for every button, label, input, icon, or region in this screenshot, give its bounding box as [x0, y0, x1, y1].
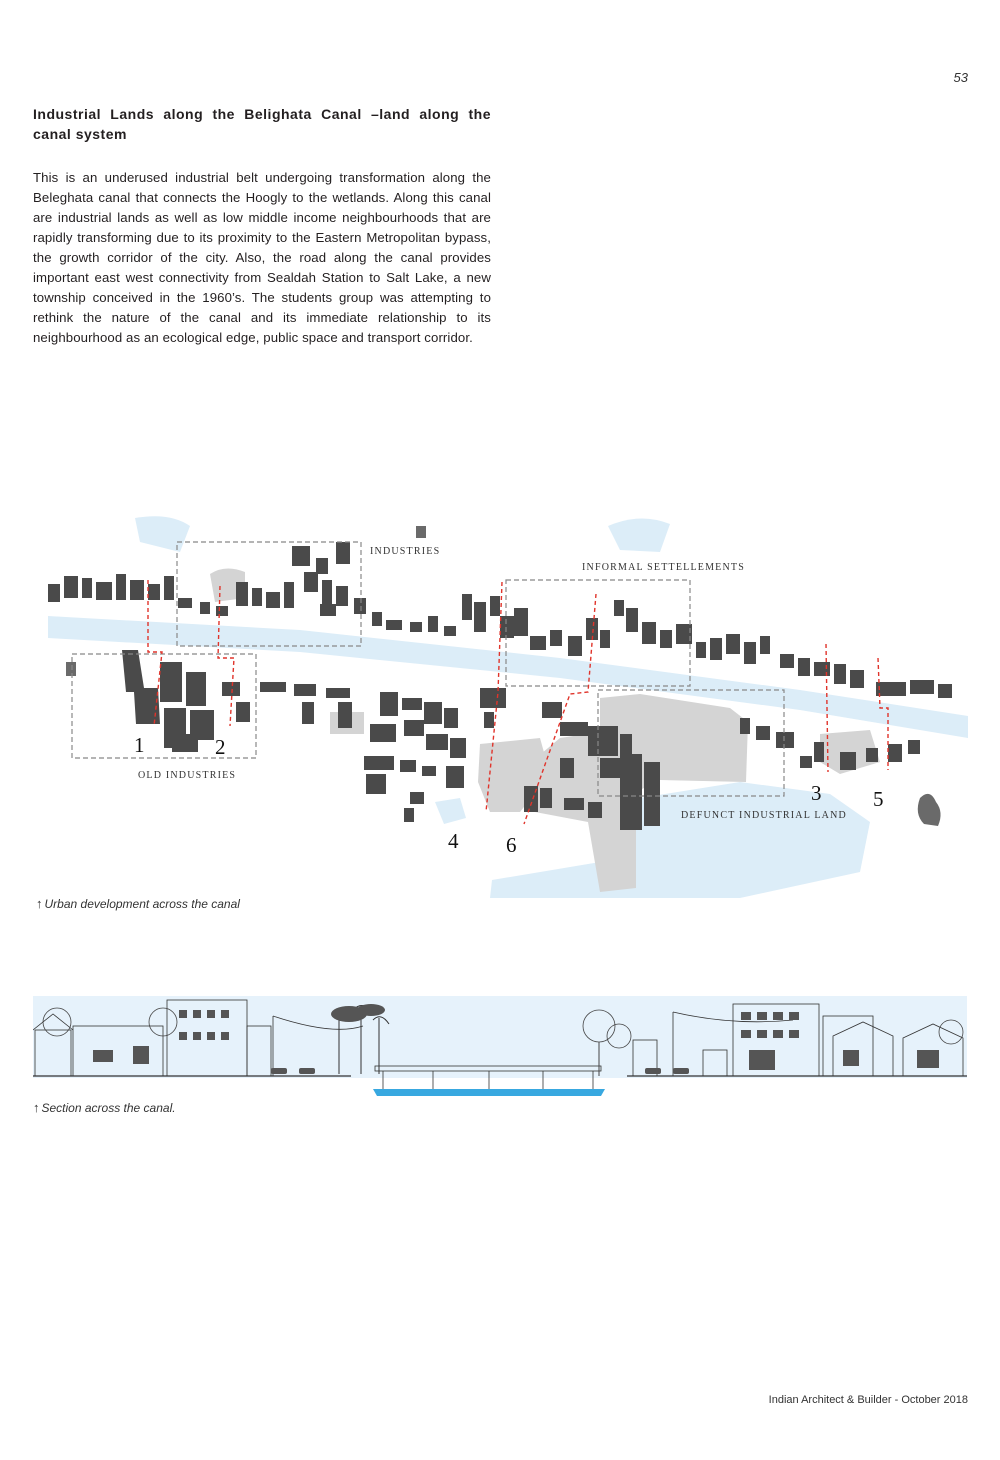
section-lines [147, 580, 889, 825]
zone-box-defunct-land [597, 689, 785, 797]
section-drawing [33, 996, 967, 1098]
caption-arrow-icon: ↑ [36, 896, 43, 911]
pond-north [608, 518, 670, 552]
left-buildings [33, 999, 351, 1077]
section-line-2 [217, 585, 235, 727]
right-trees [582, 1009, 964, 1076]
section-number-2: 2 [215, 735, 226, 759]
pond-nw [135, 516, 190, 552]
canal-water [373, 1089, 605, 1096]
label-defunct-industrial-land: DEFUNCT INDUSTRIAL LAND [681, 810, 847, 821]
map-caption-text: Urban development across the canal [44, 897, 240, 911]
zone-boxes [71, 541, 785, 797]
article-title: Industrial Lands along the Belighata Can… [33, 106, 491, 142]
ground [33, 1078, 967, 1098]
footer-publication: Indian Architect & Builder - October 201… [768, 1394, 968, 1406]
section-caption-text: Section across the canal. [41, 1101, 176, 1115]
zone-box-industries [176, 541, 362, 647]
pond-south [435, 798, 466, 824]
canal-section-drawing [33, 996, 967, 1098]
section-line-3 [825, 643, 829, 773]
map-caption: ↑Urban development across the canal [36, 896, 240, 911]
wetland-water [490, 782, 870, 898]
label-informal-settlements: INFORMAL SETTELLEMENTS [582, 562, 745, 573]
section-number-5: 5 [873, 787, 884, 811]
label-industries: INDUSTRIES [370, 546, 440, 557]
zone-box-informal-settlements [505, 579, 691, 687]
section-number-3: 3 [811, 781, 822, 805]
section-line-1 [147, 580, 163, 727]
section-line-6 [523, 593, 597, 825]
page-number: 53 [953, 70, 968, 85]
section-number-6: 6 [506, 833, 517, 857]
right-windows [741, 1012, 939, 1070]
sky [33, 996, 967, 1078]
article-body: This is an underused industrial belt und… [33, 170, 491, 345]
label-old-industries: OLD INDUSTRIES [138, 770, 236, 781]
caption-arrow-icon: ↑ [33, 1100, 40, 1115]
left-trees [42, 1004, 390, 1074]
bridge [374, 1065, 602, 1089]
vehicles [271, 1068, 689, 1074]
map-drawing: INDUSTRIES INFORMAL SETTELLEMENTS OLD IN… [48, 516, 968, 898]
urban-development-map: INDUSTRIES INFORMAL SETTELLEMENTS OLD IN… [40, 512, 970, 900]
buildings-south [66, 526, 941, 830]
section-caption: ↑Section across the canal. [33, 1100, 176, 1115]
zone-box-old-industries [71, 653, 257, 759]
section-line-4 [485, 581, 503, 813]
section-number-4: 4 [448, 829, 459, 853]
right-buildings [272, 1003, 967, 1077]
left-windows [93, 1010, 229, 1064]
section-number-1: 1 [134, 733, 145, 757]
buildings-north [48, 542, 952, 698]
